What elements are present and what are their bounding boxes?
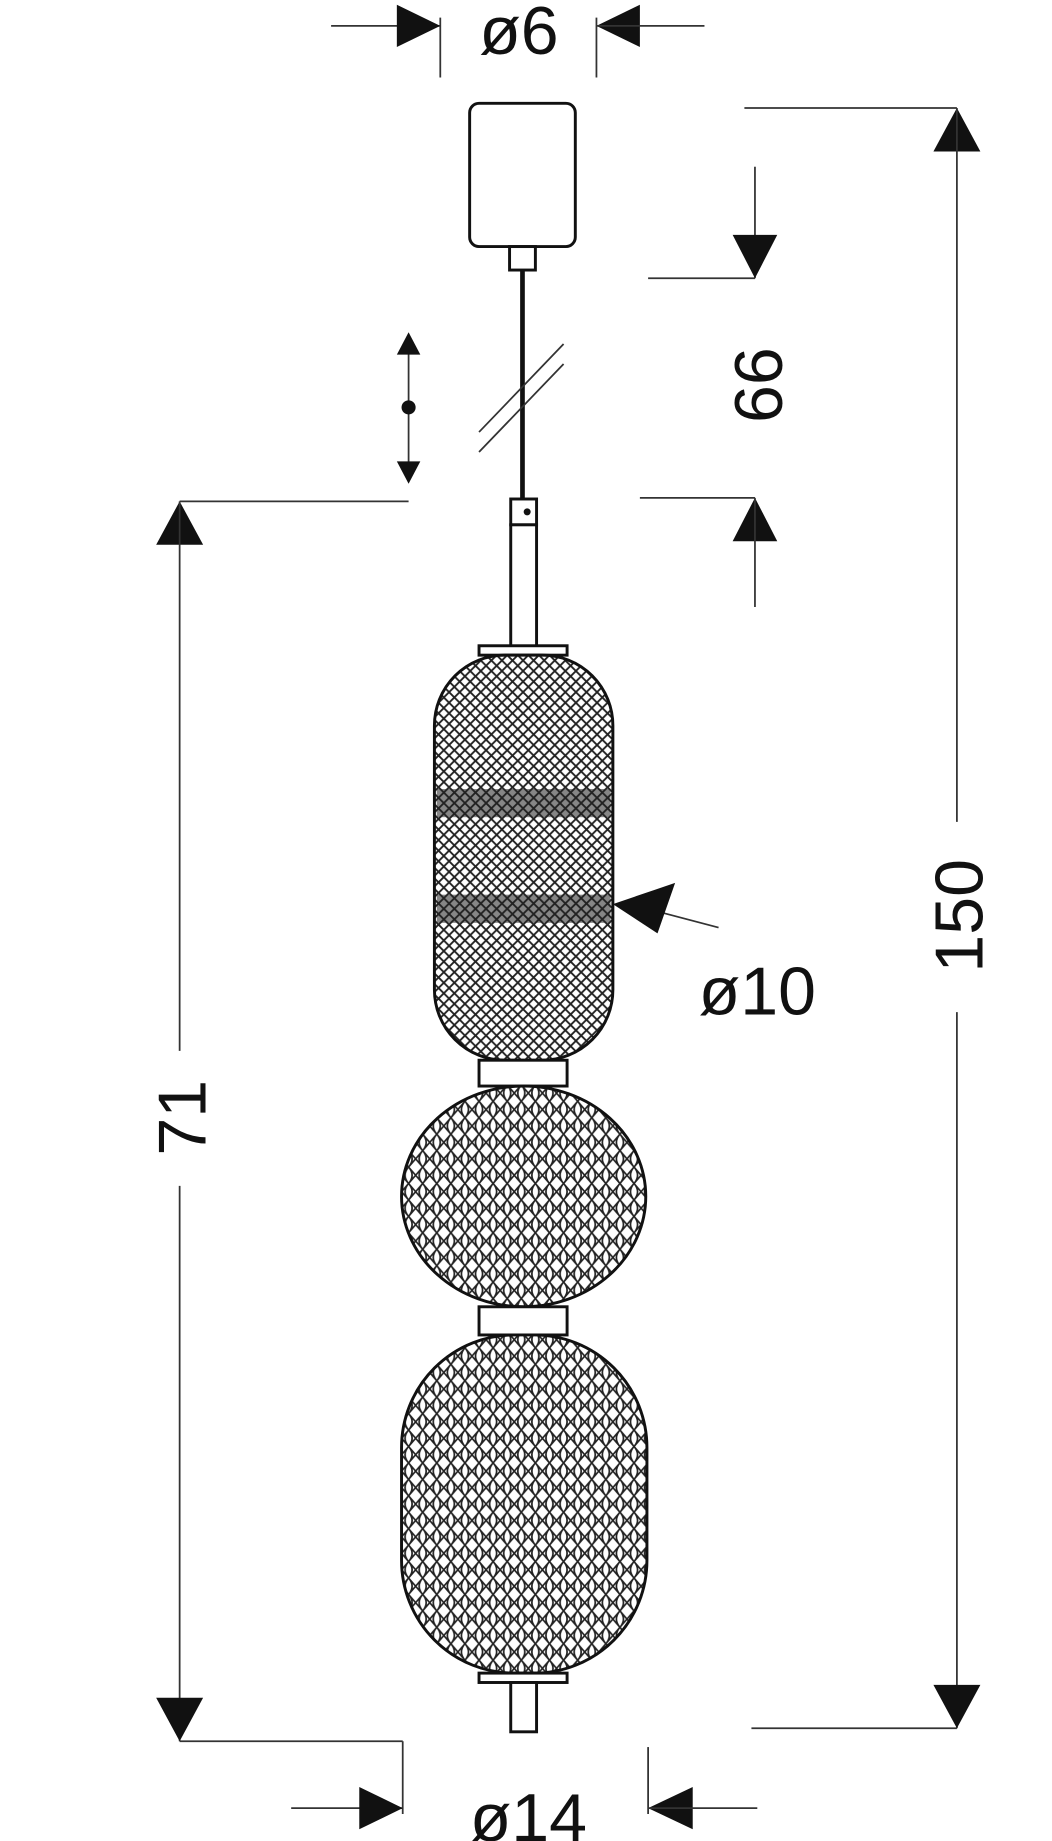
canopy-diameter-label: ø6 [479,0,558,69]
cable-break-mark [478,343,565,453]
middle-round-shade [400,1084,648,1309]
ceiling-canopy [468,101,577,249]
top-shade-diameter-label: ø10 [699,953,816,1029]
bottom-diameter-label: ø14 [470,1780,587,1841]
bottom-round-shade [400,1333,649,1675]
lamp-body-height-label: 71 [144,1080,220,1156]
total-height-dimension: 150 [744,107,998,1730]
total-height-label: 150 [922,859,998,973]
top-shade-diameter-callout: ø10 [612,882,816,1029]
cable-length-label: 66 [721,347,797,423]
pendant-lamp [400,101,649,1734]
bottom-diameter-dimension: ø14 [291,1741,758,1841]
top-capsule-shade [432,653,615,1062]
lamp-body-height-dimension: 71 [144,500,409,1743]
adjustable-height-icon [396,332,421,484]
cable-length-dimension: 66 [639,166,797,608]
canopy-diameter-dimension: ø6 [331,0,705,78]
